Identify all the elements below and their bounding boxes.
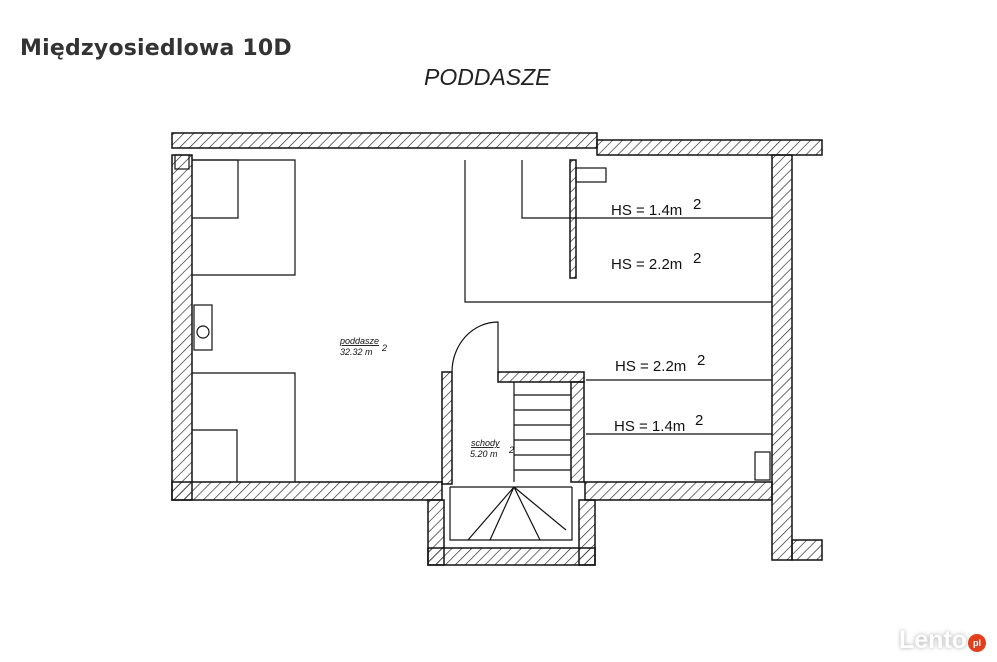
svg-text:2: 2 <box>508 445 514 455</box>
room-name: schody <box>471 438 500 448</box>
lento-watermark: Lento <box>899 626 968 654</box>
wall-top-right <box>596 139 823 156</box>
height-label: HS = 2.2m <box>615 358 686 375</box>
svg-text:2: 2 <box>693 196 701 213</box>
svg-text:2: 2 <box>697 352 705 369</box>
wall-bottom-left <box>171 481 443 501</box>
wall-stair-inner-right <box>570 381 585 483</box>
wall-stair-inner-left <box>441 371 453 485</box>
lento-badge: pl <box>968 634 986 652</box>
address-title: Międzyosiedlowa 10D <box>20 36 292 61</box>
wall-right <box>771 154 793 561</box>
chimney-post <box>569 159 577 279</box>
height-label: HS = 1.4m <box>614 418 685 435</box>
svg-text:2: 2 <box>695 412 703 429</box>
interior-lines <box>174 154 772 541</box>
walls <box>171 132 823 566</box>
wall-left <box>171 154 193 501</box>
svg-text:2: 2 <box>381 343 387 353</box>
height-label: HS = 1.4m <box>611 202 682 219</box>
wall-bottom-right <box>584 481 773 501</box>
wall-stair-bottom <box>427 547 596 566</box>
svg-text:2: 2 <box>693 250 701 267</box>
wall-stair-inner-top <box>497 371 585 383</box>
room-area: 5.20 m <box>470 449 498 459</box>
wall-top-left <box>171 132 598 149</box>
room-name: poddasze <box>339 336 379 346</box>
room-area: 32.32 m <box>340 347 373 357</box>
height-labels: HS = 1.4m 2 HS = 2.2m 2 HS = 2.2m 2 HS =… <box>611 196 705 435</box>
plan-title: PODDASZE <box>424 64 551 90</box>
room-poddasze: poddasze 32.32 m 2 <box>339 336 387 357</box>
wall-right-stub <box>791 539 823 561</box>
height-label: HS = 2.2m <box>611 256 682 273</box>
room-schody: schody 5.20 m 2 <box>470 438 514 459</box>
